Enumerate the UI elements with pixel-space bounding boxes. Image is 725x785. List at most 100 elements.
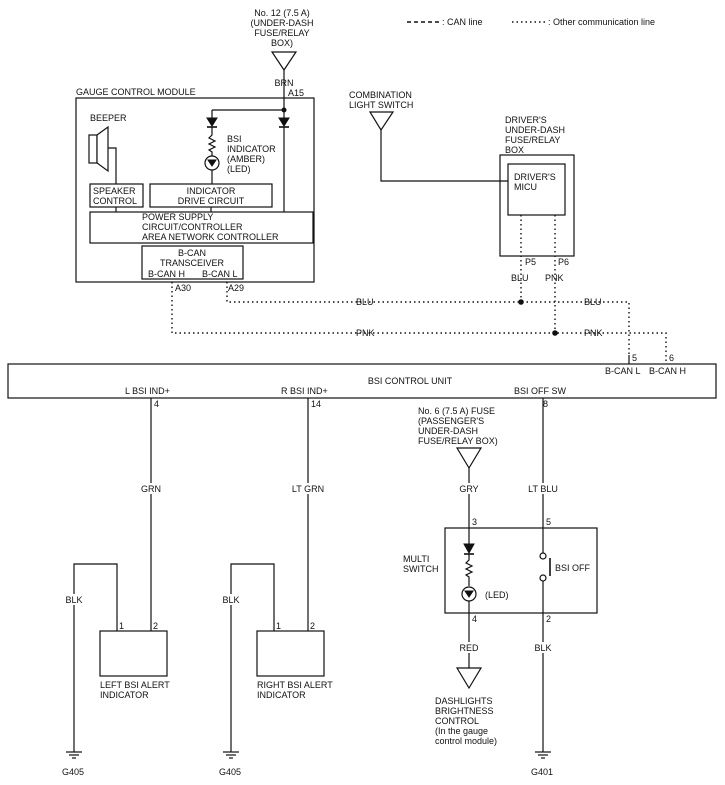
gauge-module-title: GAUGE CONTROL MODULE xyxy=(76,87,196,97)
multi-switch-line1: MULTI xyxy=(403,554,429,564)
dashlights-line5: control module) xyxy=(435,736,497,746)
right-indicator-box xyxy=(256,630,325,677)
fuse-12-line1: No. 12 (7.5 A) xyxy=(254,8,310,18)
right-bsi-indicator: LT GRN BLK 1 2 RIGHT BSI ALERT INDICATOR… xyxy=(219,398,333,777)
bsi-indicator-line4: (LED) xyxy=(227,164,251,174)
micu-wire-pnk: PNK xyxy=(545,273,564,283)
bsi-unit-pin-14: 14 xyxy=(311,399,321,409)
bus-blu-label: BLU xyxy=(356,297,374,307)
left-wire-grn-label: GRN xyxy=(141,484,161,494)
multi-pin-4: 4 xyxy=(472,614,477,624)
drivers-box-line4: BOX xyxy=(505,145,524,155)
bsi-unit-r-ind: R BSI IND+ xyxy=(281,386,328,396)
speaker-control-line2: CONTROL xyxy=(93,196,137,206)
bsi-unit-title: BSI CONTROL UNIT xyxy=(368,376,453,386)
right-wire-ltgrn-gap xyxy=(288,483,328,494)
beeper-wire xyxy=(108,147,117,184)
left-pin-2: 2 xyxy=(153,621,158,631)
wire-gry-gap xyxy=(458,483,480,494)
multi-pin-5: 5 xyxy=(546,517,551,527)
fuse-12-symbol xyxy=(270,51,298,72)
combination-switch-symbol xyxy=(368,111,395,132)
right-pin-1: 1 xyxy=(276,621,281,631)
drivers-box-outer xyxy=(499,154,575,257)
gauge-module-box xyxy=(75,97,315,283)
dashlights-symbol xyxy=(455,667,483,690)
combination-switch-line2: LIGHT SWITCH xyxy=(349,100,413,110)
bus-pnk-junction xyxy=(552,330,558,336)
pin-p6: P6 xyxy=(558,257,569,267)
bsi-off-contact-bottom xyxy=(539,574,547,582)
right-wire-blk-gap xyxy=(219,594,243,605)
speaker-control-line1: SPEAKER xyxy=(93,186,136,196)
pin-a15: A15 xyxy=(288,88,304,98)
multi-switch-circuit: No. 6 (7.5 A) FUSE (PASSENGER'S UNDER-DA… xyxy=(403,398,598,777)
fuse-6-line1: No. 6 (7.5 A) FUSE xyxy=(418,406,495,416)
bsi-indicator-line2: INDICATOR xyxy=(227,144,276,154)
legend-can-line-label: : CAN line xyxy=(442,17,483,27)
right-wire-blk xyxy=(230,563,275,752)
bsi-led-diode xyxy=(207,159,217,167)
fuse-12-line3: FUSE/RELAY xyxy=(254,28,309,38)
transceiver-bcan-l: B-CAN L xyxy=(202,269,238,279)
b-can-bus: BLU PNK BLU PNK 5 6 xyxy=(171,282,674,364)
diode-2-symbol xyxy=(278,117,290,127)
right-wire-ltgrn-label: LT GRN xyxy=(292,484,324,494)
drivers-micu-line2: MICU xyxy=(514,182,537,192)
diode-1-symbol xyxy=(206,117,218,127)
power-supply-line1: POWER SUPPLY xyxy=(142,212,213,222)
bsi-led-resistor xyxy=(207,127,217,156)
beeper-body xyxy=(88,134,98,164)
transceiver-bcan-h: B-CAN H xyxy=(148,269,185,279)
pin-p5: P5 xyxy=(525,257,536,267)
right-ground-label: G405 xyxy=(219,767,241,777)
bsi-unit-pin-8: 8 xyxy=(543,399,548,409)
drivers-micu-line1: DRIVER'S xyxy=(514,172,556,182)
bsi-unit-l-ind: L BSI IND+ xyxy=(125,386,170,396)
drivers-box-line1: DRIVER'S xyxy=(505,115,547,125)
right-pin-2: 2 xyxy=(310,621,315,631)
wire-brn-label: BRN xyxy=(274,78,293,88)
bsi-indicator-line3: (AMBER) xyxy=(227,154,265,164)
right-indicator-line1: RIGHT BSI ALERT xyxy=(257,680,333,690)
multi-switch-line2: SWITCH xyxy=(403,564,439,574)
wire-ltblu-gap xyxy=(524,483,562,494)
power-supply-line2: CIRCUIT/CONTROLLER xyxy=(142,222,243,232)
wire-gry-label: GRY xyxy=(459,484,478,494)
micu-wire-blu: BLU xyxy=(511,273,529,283)
left-ground-label: G405 xyxy=(62,767,84,777)
combination-light-switch: COMBINATION LIGHT SWITCH xyxy=(349,90,508,182)
left-indicator-line1: LEFT BSI ALERT xyxy=(100,680,170,690)
dashlights-line2: BRIGHTNESS xyxy=(435,706,494,716)
drivers-fuse-box: DRIVER'S UNDER-DASH FUSE/RELAY BOX DRIVE… xyxy=(499,115,575,333)
left-pin-1: 1 xyxy=(119,621,124,631)
fuse-12: No. 12 (7.5 A) (UNDER-DASH FUSE/RELAY BO… xyxy=(251,8,314,98)
legend: : CAN line : Other communication line xyxy=(407,17,655,27)
left-wire-grn-gap xyxy=(140,483,164,494)
bus-blu-label-2: BLU xyxy=(584,297,602,307)
beeper-cone xyxy=(96,125,109,173)
left-wire-blk xyxy=(73,563,118,752)
power-supply-box xyxy=(89,211,314,244)
ms-led-label: (LED) xyxy=(485,590,509,600)
transceiver-line1: B-CAN xyxy=(178,248,206,258)
bus-pin-5: 5 xyxy=(632,353,637,363)
bus-pnk-line xyxy=(171,282,667,364)
power-supply-line3: AREA NETWORK CONTROLLER xyxy=(142,232,279,242)
pin-a30: A30 xyxy=(175,283,191,293)
bsi-unit-bcan-l: B-CAN L xyxy=(605,366,641,376)
transceiver-line2: TRANSCEIVER xyxy=(160,258,225,268)
bsi-off-label: BSI OFF xyxy=(555,563,591,573)
bsi-control-unit: BSI CONTROL UNIT B-CAN L B-CAN H L BSI I… xyxy=(7,363,717,409)
drivers-box-line2: UNDER-DASH xyxy=(505,125,565,135)
bsi-unit-pin-4: 4 xyxy=(154,399,159,409)
ms-led-diode xyxy=(464,590,474,598)
left-wire-blk-gap xyxy=(62,594,86,605)
bus-blu-line xyxy=(226,282,630,355)
multi-pin-2: 2 xyxy=(546,614,551,624)
bsi-unit-bcan-h: B-CAN H xyxy=(649,366,686,376)
drivers-micu-box xyxy=(507,163,566,216)
multi-pin-3: 3 xyxy=(472,517,477,527)
